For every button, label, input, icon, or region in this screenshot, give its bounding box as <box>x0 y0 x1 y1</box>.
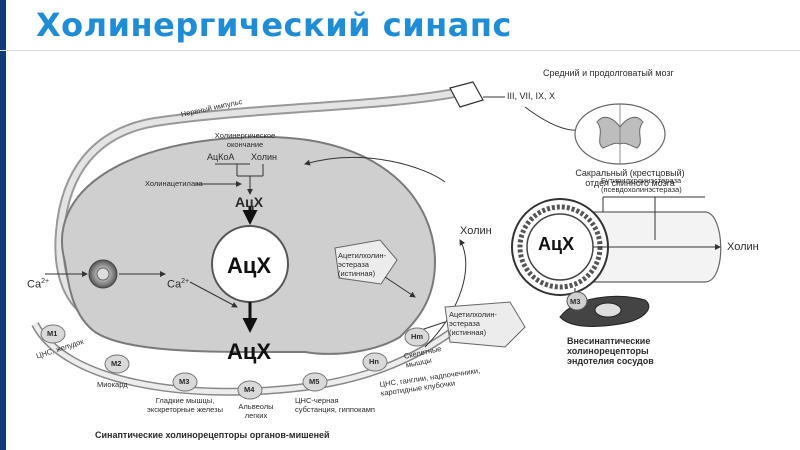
synapse-drawing <box>31 81 722 400</box>
cranial-nerves-label: III, VII, IX, X <box>507 91 556 101</box>
receptor-target-m5: ЦНС-черная субстанция, гиппокамп <box>295 396 375 414</box>
receptor-badge-hm: Hm <box>411 332 424 341</box>
receptor-target-m4: Альвеолы легких <box>238 402 274 420</box>
ca-out-text: Ca <box>27 278 42 291</box>
calcium-inside-label: Ca2+ <box>167 276 189 291</box>
ca-out-sup: 2+ <box>41 278 50 285</box>
m3-vessel-badge: M3 <box>570 297 581 306</box>
title-divider <box>0 50 800 51</box>
choline-top-label: Холин <box>251 152 277 162</box>
ach-cleft-label: АцХ <box>227 339 272 364</box>
ca-in-text: Ca <box>167 278 182 291</box>
ach-synthesis-label: АцХ <box>235 194 264 210</box>
vessel-choline-label: Холин <box>727 241 759 253</box>
synaptic-receptors-caption: Синаптические холинорецепторы органов-ми… <box>95 430 330 440</box>
receptor-badge-m4: M4 <box>244 385 255 394</box>
calcium-outside-label: Ca2+ <box>27 276 49 291</box>
ache-enzyme-2 <box>444 301 526 348</box>
ache-enzyme-1 <box>334 239 398 285</box>
brain-label: Средний и продолговатый мозг <box>543 68 674 78</box>
choline-reuptake-label: Холин <box>460 225 492 237</box>
spinal-cord-label: Сакральный (крестцовый) отдел спинного м… <box>575 168 685 188</box>
synapse-diagram: Нервный импульс Холинергическое окончани… <box>5 52 795 450</box>
receptor-badge-hn: Hn <box>369 357 379 366</box>
receptor-badge-m2: M2 <box>111 359 122 368</box>
ach-vesicle-label: АцХ <box>227 253 272 278</box>
choline-acetylase-label: Холинацетилаза <box>145 179 203 188</box>
ganglion-icon <box>449 81 484 108</box>
slide-title: Холинергический синапс <box>36 6 512 44</box>
acetyl-coa-label: АцКоА <box>207 152 235 162</box>
slide-accent-bar <box>0 0 6 450</box>
vessel-ach-label: АцХ <box>538 234 575 254</box>
receptor-target-m3: Гладкие мышцы, экскреторные железы <box>147 396 223 414</box>
cholinergic-ending-label: Холинергическое окончание <box>214 131 276 149</box>
receptor-badge-m5: M5 <box>309 377 320 386</box>
ache-true-label-1: Ацетилхолин-эстераза (истинная) <box>338 251 387 278</box>
extrasynaptic-label: Внесинаптические холинорецепторы эндотел… <box>567 336 654 366</box>
ache-true-label-2: Ацетилхолин-эстераза (истинная) <box>449 310 498 337</box>
receptor-badge-m1: M1 <box>47 329 58 338</box>
receptor-target-m2: Миокард <box>97 380 128 389</box>
butyrylcholinesterase-label: Бутирилхолинэстераза (псевдохолинэстераз… <box>601 176 682 194</box>
receptor-badge-m3: M3 <box>179 377 190 386</box>
ca-in-sup: 2+ <box>181 278 190 285</box>
receptor-bumps <box>40 324 430 400</box>
